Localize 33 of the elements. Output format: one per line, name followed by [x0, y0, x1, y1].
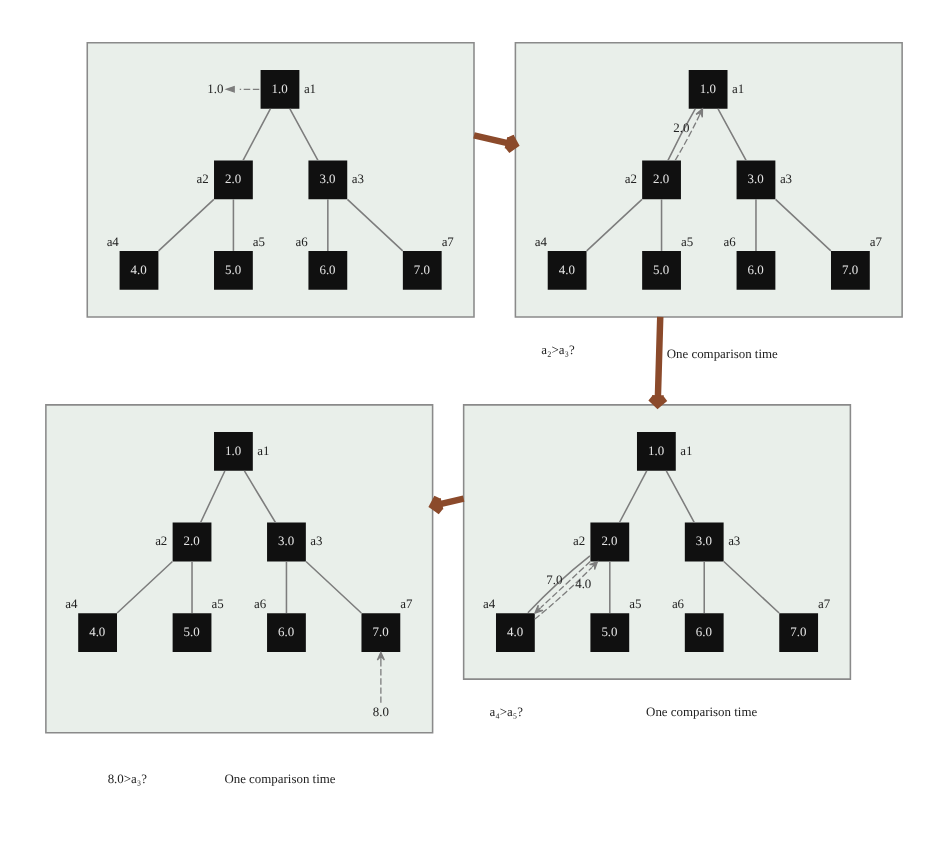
- connector: [116, 560, 174, 614]
- arrow: [674, 108, 704, 161]
- connector: [667, 108, 697, 162]
- connector: [285, 560, 288, 614]
- connector: [660, 198, 663, 252]
- connector: [289, 108, 319, 162]
- connector: [327, 198, 329, 252]
- connector: [703, 560, 705, 614]
- arrow: [647, 316, 669, 409]
- connector: [609, 560, 611, 614]
- connector: [191, 560, 193, 614]
- connector: [723, 560, 780, 614]
- connector: [755, 198, 757, 252]
- connector: [585, 198, 643, 252]
- connector: [243, 470, 277, 524]
- connector: [717, 108, 747, 162]
- connector: [232, 198, 235, 252]
- cluster: [86, 41, 475, 318]
- arrow: [224, 85, 260, 93]
- connector: [242, 108, 272, 162]
- connector: [618, 470, 648, 524]
- connector: [774, 198, 832, 252]
- connector: [346, 198, 404, 252]
- arrow: [429, 494, 465, 515]
- arrow: [473, 132, 519, 154]
- cluster: [514, 41, 903, 318]
- connector: [157, 198, 215, 252]
- connector: [665, 470, 696, 524]
- connector: [199, 470, 226, 524]
- cluster: [462, 404, 852, 680]
- connector: [305, 560, 363, 614]
- arrow: [376, 651, 385, 704]
- cluster: [45, 404, 434, 734]
